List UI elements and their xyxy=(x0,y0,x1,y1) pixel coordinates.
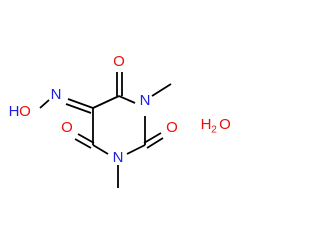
ring-bonds xyxy=(92,95,146,155)
atom-o-hydroxyl: O xyxy=(19,103,31,120)
atom-o-right: O xyxy=(166,119,178,136)
bond-c5-n-a xyxy=(67,98,94,109)
atom-labels: O N O N O N H O xyxy=(9,53,178,166)
bond-c5-c4 xyxy=(92,95,120,109)
carbonyl-bonds xyxy=(74,72,164,149)
atom-n-oxime: N xyxy=(51,86,62,103)
atom-o-left: O xyxy=(61,119,73,136)
oxime-bonds xyxy=(39,98,94,114)
water-o: O xyxy=(219,116,231,133)
bond-n-o xyxy=(39,99,50,109)
bond-c6-o-a xyxy=(77,133,95,144)
bond-n1-c6 xyxy=(92,144,109,155)
bond-c4-n3 xyxy=(118,95,136,104)
bond-c2-o-b xyxy=(146,137,164,149)
bond-n3-methyl xyxy=(151,83,172,97)
bond-c2-o-a xyxy=(143,132,162,144)
atom-n-right: N xyxy=(140,92,151,109)
bond-c5-n-b xyxy=(65,103,92,114)
atom-h-hydroxyl: H xyxy=(9,103,20,120)
methyl-bonds xyxy=(117,83,172,188)
atom-n-bottom: N xyxy=(113,149,124,166)
bond-c2-n1 xyxy=(126,144,146,155)
atom-o-top: O xyxy=(113,53,125,70)
bond-c6-o-b xyxy=(74,138,92,149)
water-molecule: H 2 O xyxy=(201,116,231,136)
water-h: H xyxy=(201,116,212,133)
structure-diagram: O N O N O N H O H 2 O xyxy=(9,53,231,188)
water-subscript: 2 xyxy=(211,125,217,136)
